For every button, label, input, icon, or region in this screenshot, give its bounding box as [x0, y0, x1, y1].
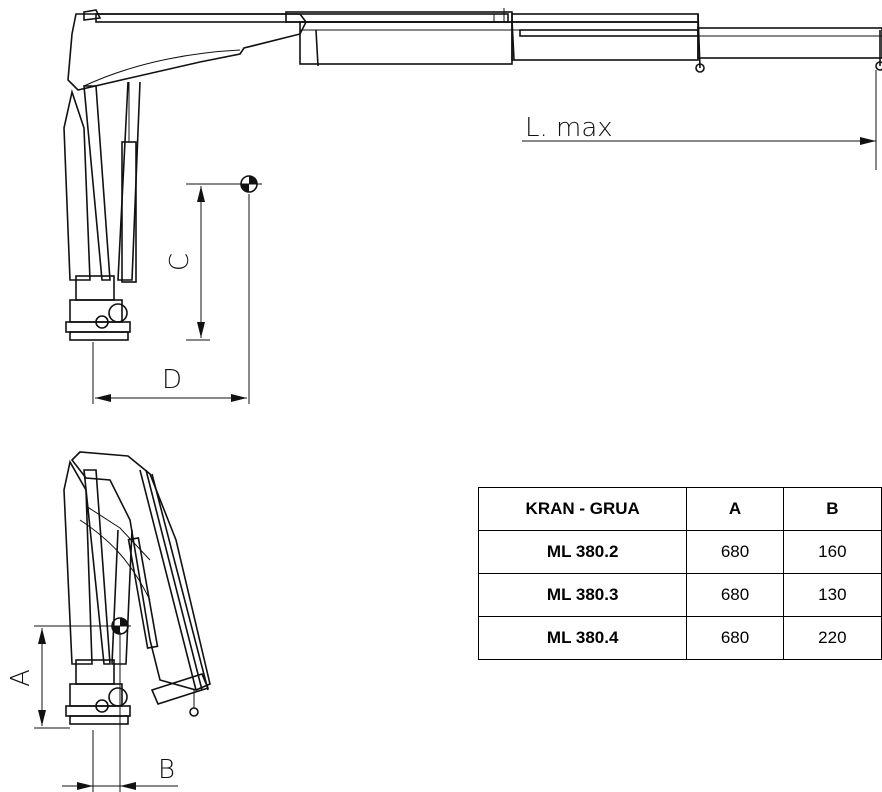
cell-model: ML 380.3 [477, 573, 688, 617]
l-max-label: L. max [525, 113, 613, 143]
cell-model: ML 380.2 [477, 530, 688, 574]
table-row: ML 380.3 680 130 [477, 573, 882, 617]
l-max-dimension: L. max [522, 70, 877, 170]
cell-model: ML 380.4 [477, 616, 688, 660]
center-of-gravity-folded-icon [109, 617, 131, 635]
a-dimension: A [6, 625, 110, 729]
cell-a: 680 [686, 573, 784, 617]
crane-extended-view [63, 8, 882, 341]
table-header-row: KRAN - GRUA A B [477, 487, 882, 531]
d-dimension: D [92, 194, 250, 404]
crane-spec-table: KRAN - GRUA A B ML 380.2 680 160 ML 380.… [477, 487, 882, 660]
header-b: B [782, 487, 882, 531]
table-row: ML 380.4 680 220 [477, 616, 882, 660]
center-of-gravity-icon [238, 175, 262, 193]
a-label: A [6, 669, 36, 687]
cell-b: 130 [782, 573, 882, 617]
cell-b: 220 [782, 616, 882, 660]
cell-a: 680 [686, 616, 784, 660]
table-row: ML 380.2 680 160 [477, 530, 882, 574]
cell-a: 680 [686, 530, 784, 574]
c-dimension: C [165, 183, 240, 341]
d-label: D [162, 365, 182, 395]
b-dimension: B [62, 632, 178, 792]
b-label: B [158, 755, 175, 785]
crane-folded-view [63, 451, 211, 725]
cell-b: 160 [782, 530, 882, 574]
header-model: KRAN - GRUA [477, 487, 688, 531]
c-label: C [165, 253, 195, 271]
header-a: A [686, 487, 784, 531]
